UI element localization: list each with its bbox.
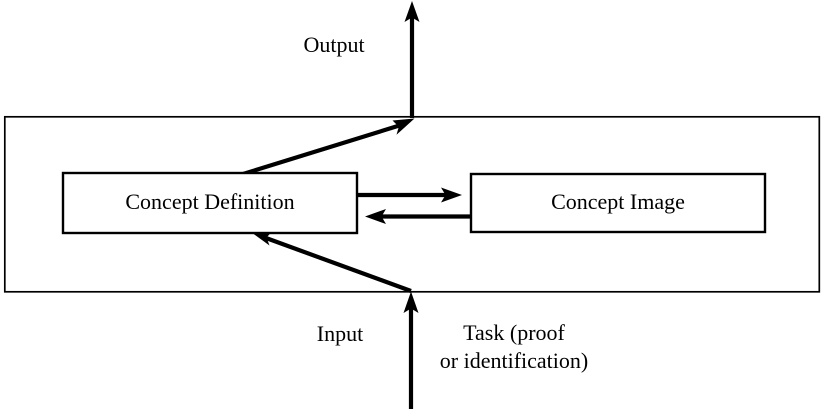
input-to-definition-head xyxy=(251,230,273,246)
image-to-definition-head xyxy=(365,209,386,224)
input-to-definition-shaft xyxy=(265,236,412,293)
concept-image-label: Concept Image xyxy=(551,189,685,214)
concept-definition-box[interactable] xyxy=(61,171,359,235)
output-label: Output xyxy=(303,32,365,57)
definition-to-output-head xyxy=(392,118,415,135)
input-arrow-head xyxy=(403,291,419,313)
definition-to-image-head xyxy=(441,187,462,203)
concept-definition-label: Concept Definition xyxy=(125,189,295,214)
definition-to-output-shaft xyxy=(242,122,402,177)
output-arrow-head xyxy=(404,1,420,22)
concept-image-box[interactable] xyxy=(469,172,767,234)
task-label-line-2: or identification) xyxy=(439,348,589,373)
task-label-line-1: Task (proof xyxy=(463,320,565,345)
input-label: Input xyxy=(316,321,364,346)
